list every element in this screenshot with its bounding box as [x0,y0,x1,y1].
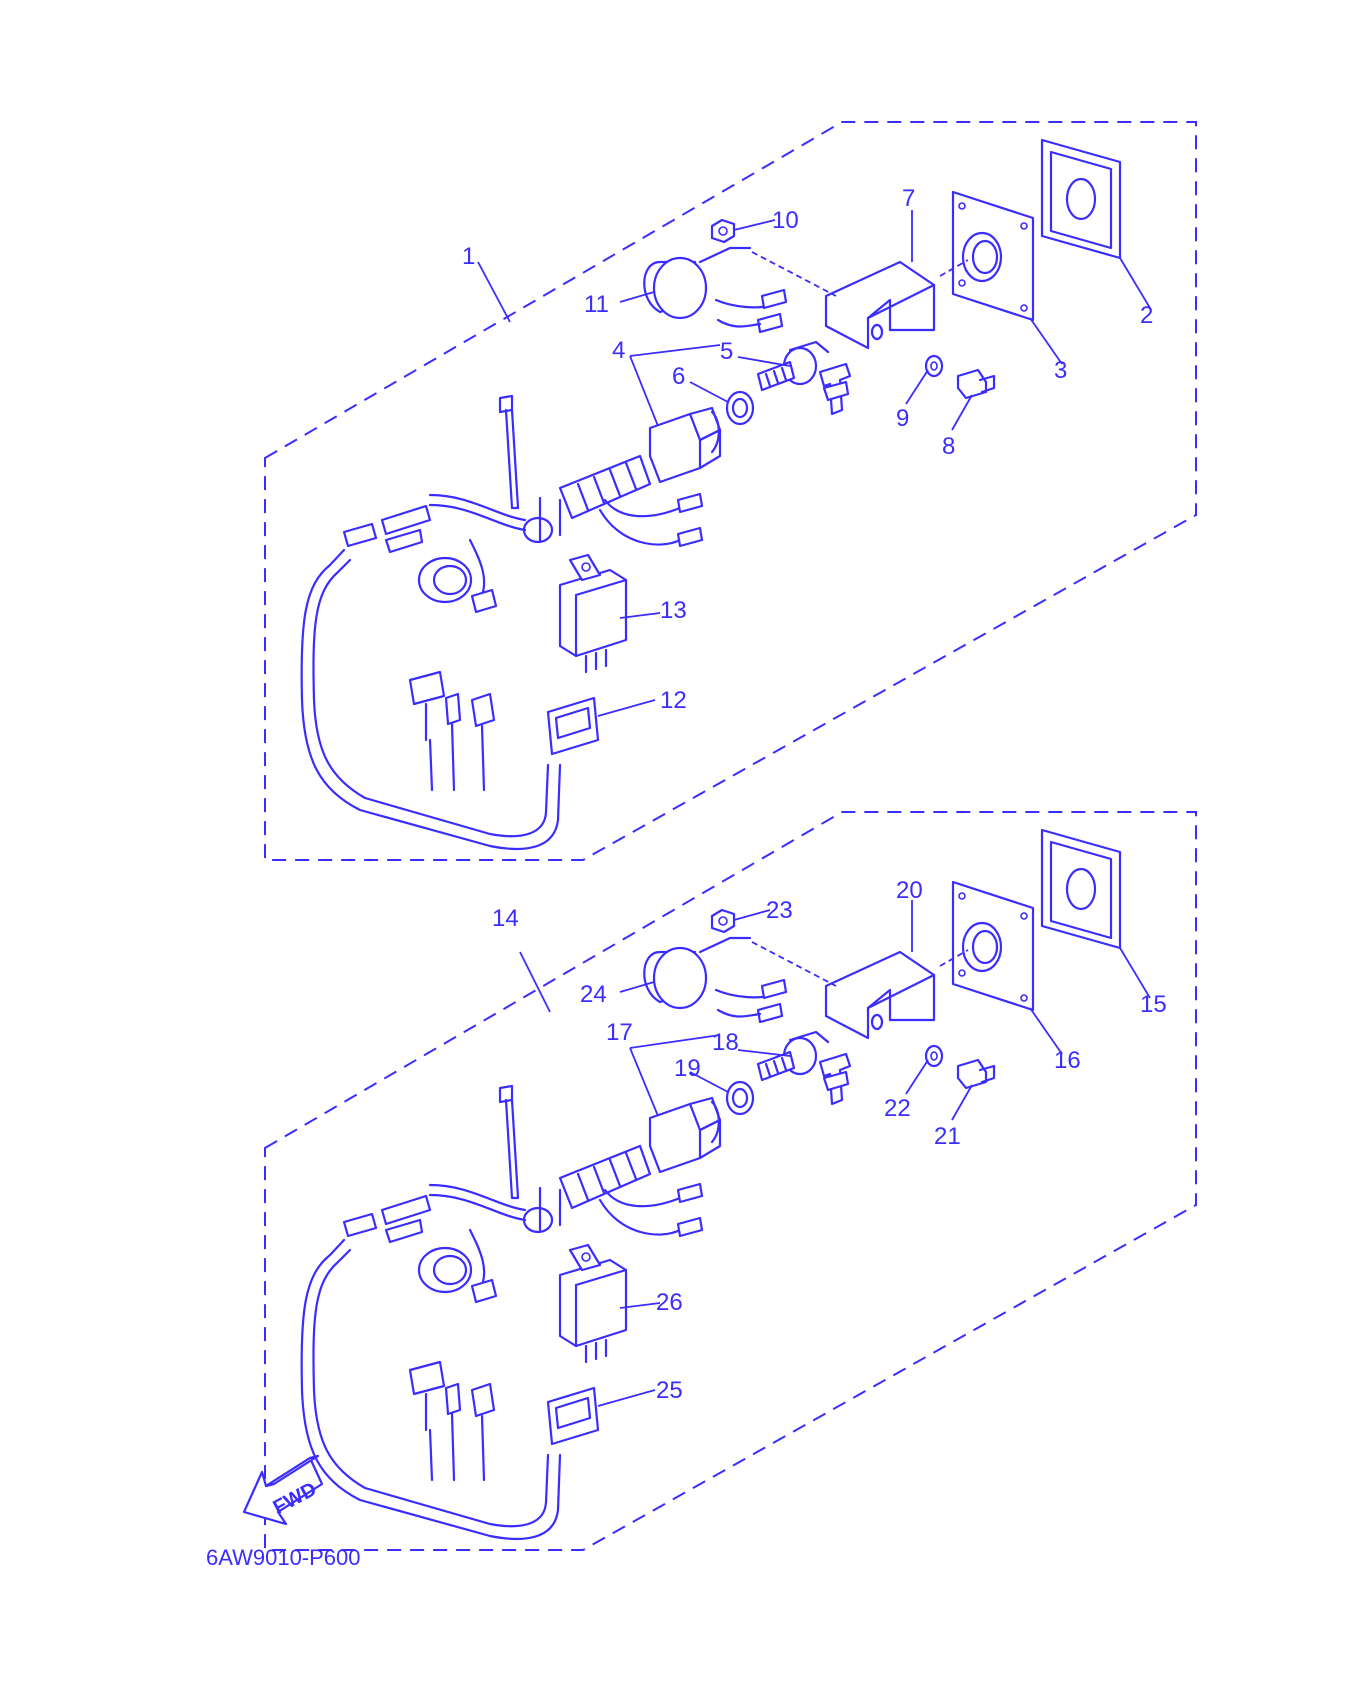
part-label-11: 11 [584,291,609,318]
part-label-3: 3 [1054,357,1067,384]
part-label-12: 12 [660,687,687,714]
part-label-21: 21 [934,1123,961,1150]
part-label-22: 22 [884,1095,911,1122]
part-label-4: 4 [612,337,625,364]
part-label-26: 26 [656,1289,683,1316]
part-label-14: 14 [492,905,519,932]
part-label-16: 16 [1054,1047,1081,1074]
part-label-10: 10 [772,207,799,234]
fwd-arrow-icon: FWD [242,1454,324,1526]
part-label-23: 23 [766,897,793,924]
part-label-25: 25 [656,1377,683,1404]
drawing-code: 6AW9010-P600 [206,1545,361,1570]
part-label-6: 6 [672,363,685,390]
part-label-17: 17 [606,1019,633,1046]
part-label-20: 20 [896,877,923,904]
part-label-13: 13 [660,597,687,624]
part-label-15: 15 [1140,991,1167,1018]
part-label-1: 1 [462,243,475,270]
part-label-2: 2 [1140,302,1153,329]
part-label-24: 24 [580,981,607,1008]
part-label-7: 7 [902,185,915,212]
part-label-9: 9 [896,405,909,432]
part-label-18: 18 [712,1029,739,1056]
part-label-8: 8 [942,433,955,460]
part-label-5: 5 [720,338,733,365]
part-label-19: 19 [674,1055,701,1082]
